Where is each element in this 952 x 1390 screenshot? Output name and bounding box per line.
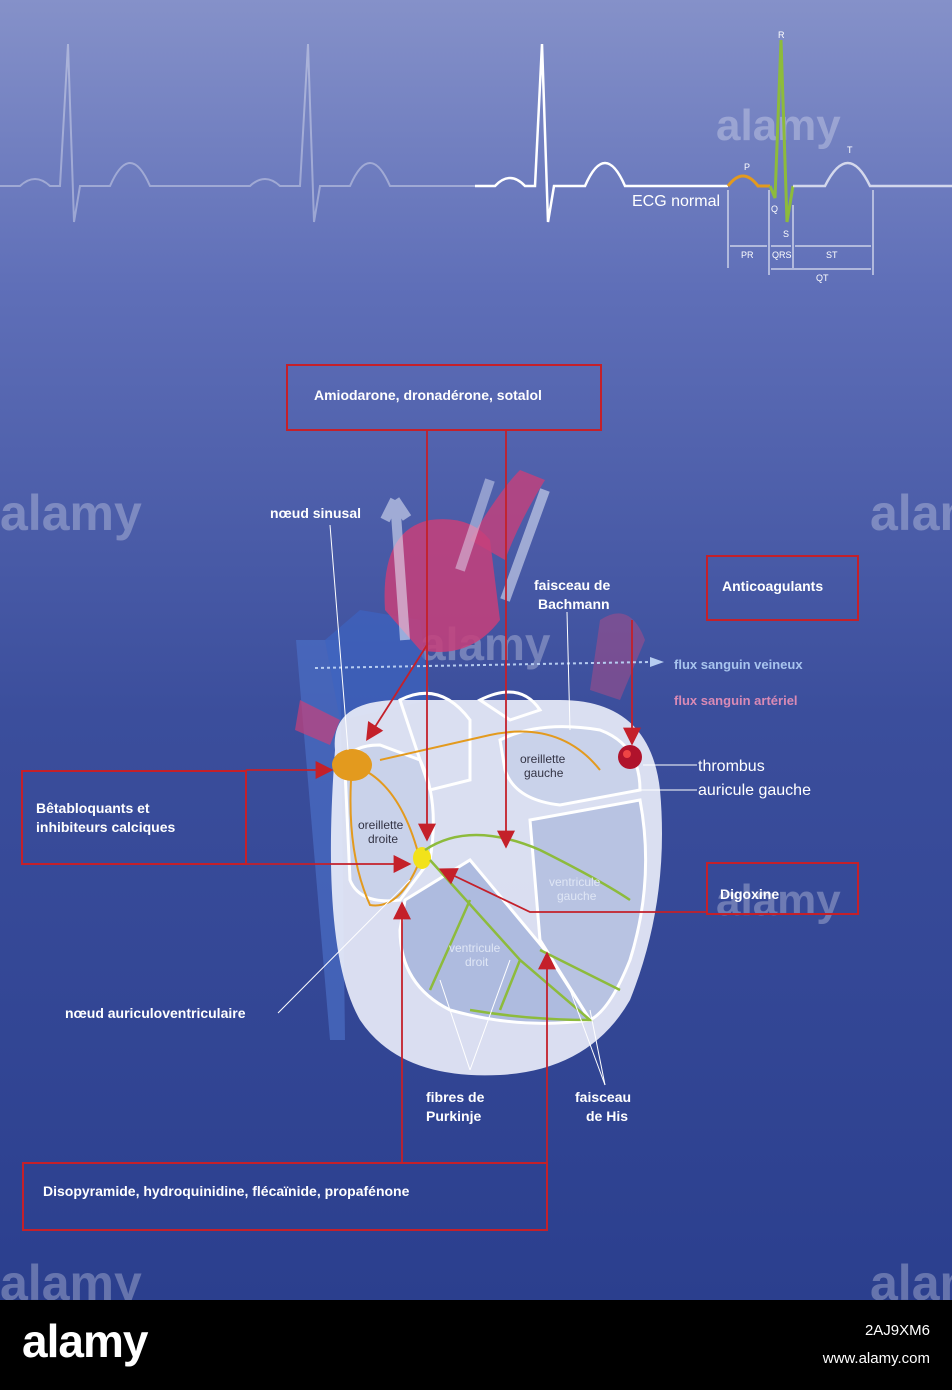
box-disopyramide: Disopyramide, hydroquinidine, flécaïnide… bbox=[22, 1162, 548, 1231]
image-id: 2AJ9XM6 bbox=[864, 1322, 930, 1339]
oreillette-gauche-1: oreillette bbox=[520, 752, 566, 766]
oreillette-gauche-2: gauche bbox=[524, 766, 564, 780]
box-anticoagulants-label: Anticoagulants bbox=[722, 578, 823, 594]
label-noeud-sinusal: nœud sinusal bbox=[270, 505, 361, 521]
interval-markers bbox=[727, 190, 874, 275]
label-thrombus: thrombus bbox=[698, 758, 765, 775]
wave-r: R bbox=[778, 30, 785, 40]
drug-arrows bbox=[246, 430, 707, 1163]
box-digoxine-label: Digoxine bbox=[720, 886, 779, 902]
wave-t: T bbox=[847, 145, 853, 155]
wave-q: Q bbox=[771, 204, 778, 214]
box-betabloquants: Bêtabloquants et inhibiteurs calciques bbox=[21, 770, 247, 865]
ecg-p-wave bbox=[726, 174, 770, 188]
label-faisceau-his-1: faisceau bbox=[575, 1089, 631, 1105]
box-amiodarone-label: Amiodarone, dronadérone, sotalol bbox=[314, 387, 542, 403]
ventricule-droit-2: droit bbox=[465, 955, 489, 969]
box-disopyramide-label: Disopyramide, hydroquinidine, flécaïnide… bbox=[43, 1183, 410, 1199]
watermark-6: alamy bbox=[0, 1255, 142, 1300]
box-amiodarone: Amiodarone, dronadérone, sotalol bbox=[286, 364, 602, 431]
watermark-5: alamy bbox=[716, 876, 841, 925]
ecg-st-t bbox=[793, 161, 952, 188]
heart-illustration bbox=[295, 470, 664, 1076]
box-betabloquants-line1: Bêtabloquants et bbox=[36, 800, 150, 816]
footer-bar: alamy 2AJ9XM6 www.alamy.com bbox=[0, 1300, 952, 1390]
ventricule-gauche-1: ventricule bbox=[549, 875, 601, 889]
box-anticoagulants: Anticoagulants bbox=[706, 555, 859, 621]
leader-lines bbox=[277, 524, 697, 1086]
ecg-trace-faded bbox=[0, 43, 475, 223]
interval-qrs: QRS bbox=[772, 250, 792, 260]
wave-s: S bbox=[783, 229, 789, 239]
ecg-trace bbox=[475, 43, 728, 223]
ventricule-gauche-2: gauche bbox=[557, 889, 597, 903]
label-faisceau-bachmann-2: Bachmann bbox=[538, 596, 610, 612]
ecg-label: ECG normal bbox=[632, 193, 720, 210]
oreillette-droite-1: oreillette bbox=[358, 818, 404, 832]
alamy-logo: alamy bbox=[22, 1315, 148, 1367]
oreillette-droite-2: droite bbox=[368, 832, 398, 846]
watermark-3: alamy bbox=[870, 485, 952, 541]
label-auricule-gauche: auricule gauche bbox=[698, 782, 811, 799]
label-flux-veineux: flux sanguin veineux bbox=[674, 657, 803, 672]
watermark-7: alamy bbox=[870, 1255, 952, 1300]
interval-qt: QT bbox=[816, 273, 829, 283]
diagram-svg: alamy alamy alamy alamy alamy alamy alam… bbox=[0, 30, 952, 1300]
interval-st: ST bbox=[826, 250, 838, 260]
label-faisceau-his-2: de His bbox=[586, 1108, 628, 1124]
label-fibres-purkinje-2: Purkinje bbox=[426, 1108, 481, 1124]
label-fibres-purkinje-1: fibres de bbox=[426, 1089, 485, 1105]
label-faisceau-bachmann-1: faisceau de bbox=[534, 577, 610, 593]
watermark-2: alamy bbox=[0, 485, 142, 541]
wave-p: P bbox=[744, 162, 750, 172]
label-flux-arteriel: flux sanguin artériel bbox=[674, 693, 798, 708]
diagram-canvas: alamy alamy alamy alamy alamy alamy alam… bbox=[0, 0, 952, 1300]
ecg-qrs bbox=[768, 39, 795, 223]
box-digoxine: Digoxine bbox=[706, 862, 859, 915]
site-url: www.alamy.com bbox=[822, 1350, 930, 1367]
label-noeud-av: nœud auriculoventriculaire bbox=[65, 1005, 246, 1021]
interval-pr: PR bbox=[741, 250, 754, 260]
box-betabloquants-line2: inhibiteurs calciques bbox=[36, 819, 175, 835]
ventricule-droit-1: ventricule bbox=[449, 941, 501, 955]
